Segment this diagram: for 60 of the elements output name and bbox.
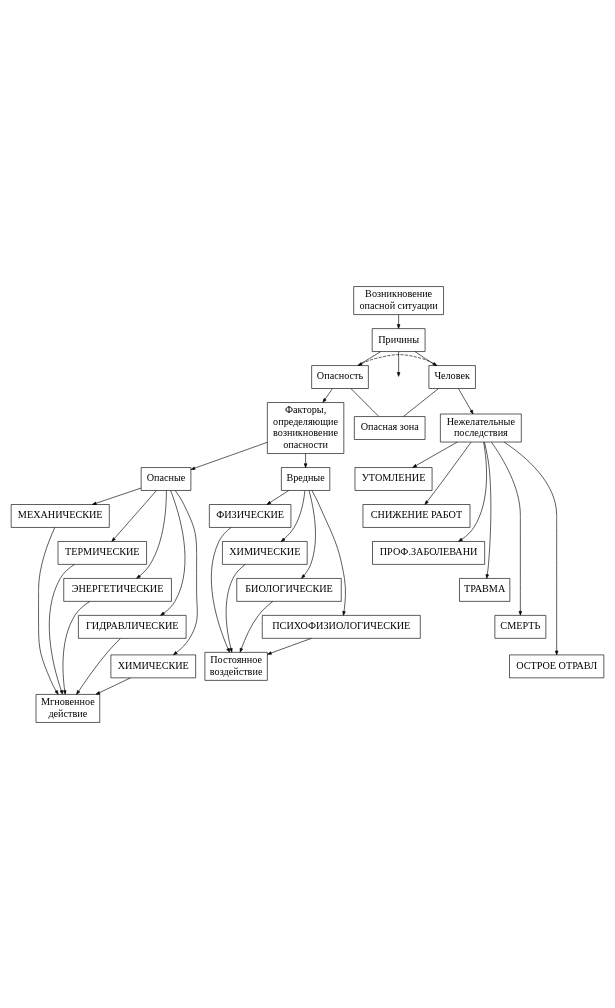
node-box: Опасные [140, 466, 192, 491]
arrow [311, 489, 346, 616]
node-box: УТОМЛЕНИЕ [354, 466, 433, 491]
connector [403, 387, 439, 417]
node-box: Причины [371, 327, 426, 352]
arrow [173, 489, 198, 655]
arrow [76, 637, 121, 695]
connector [357, 350, 382, 366]
node-box: Опасность [311, 364, 369, 389]
arrow [458, 441, 487, 542]
arrow [48, 563, 75, 695]
arrow [266, 489, 289, 505]
node-box: ТЕРМИЧЕСКИЕ [57, 540, 147, 565]
arrow [92, 487, 142, 505]
node-box: СНИЖЕНИЕ РАБОТ [362, 503, 471, 528]
node-box: Опасная зона [354, 415, 426, 440]
arrow [280, 489, 306, 542]
connector [414, 350, 437, 366]
node-box: Постоянное воздействие [204, 651, 268, 681]
arrow [396, 313, 401, 329]
node-box: ГИДРАВЛИЧЕСКИЕ [78, 614, 187, 639]
arrow [484, 441, 492, 579]
node-box: Человек [428, 364, 476, 389]
node-box: ХИМИЧЕСКИЕ [110, 654, 196, 678]
node-box: Вредные [281, 466, 331, 491]
arrow [95, 677, 131, 695]
node-box: БИОЛОГИЧЕСКИЕ [236, 577, 342, 602]
node-box: ОСТРОЕ ОТРАВЛ [509, 654, 605, 678]
arrow [301, 489, 316, 579]
node-box: Возникновение опасной ситуации [353, 285, 444, 315]
arrow [424, 441, 472, 505]
arrow [303, 453, 308, 468]
arrow [503, 441, 559, 655]
arrow [267, 637, 312, 655]
arrow [111, 489, 157, 542]
arrow [62, 600, 91, 695]
arrow [225, 563, 246, 653]
arrow [357, 353, 438, 366]
arrow [322, 387, 333, 403]
arrow [160, 489, 186, 616]
node-box: Нежелательные последствия [440, 413, 522, 442]
arrow [211, 526, 232, 653]
arrow [239, 600, 274, 653]
arrow [491, 441, 522, 615]
node-box: СМЕРТЬ [494, 614, 547, 639]
arrow [458, 387, 474, 414]
arrow [190, 441, 268, 470]
node-box: ХИМИЧЕСКИЕ [222, 540, 308, 565]
arrow [396, 350, 401, 377]
node-box: Мгновенное действие [35, 693, 101, 723]
node-box: ФИЗИЧЕСКИЕ [209, 503, 292, 528]
node-box: ЭНЕРГЕТИЧЕСКИЕ [63, 577, 172, 602]
arrow [136, 489, 167, 579]
node-box: ПРОФ.ЗАБОЛЕВАНИ [372, 540, 485, 565]
arrow [38, 526, 59, 695]
node-box: ПСИХОФИЗИОЛОГИЧЕСКИЕ [261, 614, 421, 639]
connector [350, 387, 380, 417]
node-box: ТРАВМА [459, 577, 511, 602]
node-box: Факторы, определяющие возникновение опасности [267, 401, 345, 454]
arrow [412, 441, 458, 468]
